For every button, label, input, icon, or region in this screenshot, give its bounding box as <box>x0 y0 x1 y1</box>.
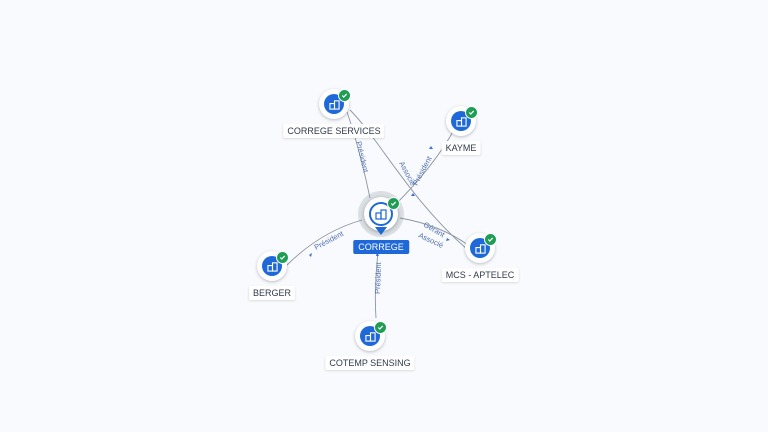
arrow-head <box>309 253 312 257</box>
arrow-head <box>411 193 415 196</box>
node-label[interactable]: MCS - APTELEC <box>441 268 519 282</box>
edge-label: Président <box>354 140 371 174</box>
arrow-head <box>429 146 433 149</box>
pin-pointer <box>375 227 387 235</box>
check-icon <box>465 106 478 119</box>
center-node-label[interactable]: CORREGE <box>353 240 409 254</box>
edge-label: Président <box>313 229 346 252</box>
node-label[interactable]: BERGER <box>248 286 296 300</box>
edge-kayme-president <box>394 127 456 206</box>
check-icon <box>276 251 289 264</box>
node-label[interactable]: CORREGE SERVICES <box>283 124 385 138</box>
check-icon <box>484 233 497 246</box>
edge-mcs-aptelec-gerant <box>399 217 469 246</box>
edge-label: Président <box>373 261 383 294</box>
edge-berger-president <box>285 219 363 267</box>
edge-cotemp-president <box>374 251 379 319</box>
check-icon <box>374 321 387 334</box>
edge-correge-services-associe <box>349 109 469 251</box>
node-label[interactable]: COTEMP SENSING <box>325 356 415 370</box>
check-icon <box>338 89 351 102</box>
arrow-head <box>446 238 450 241</box>
check-icon <box>387 197 400 210</box>
building-icon <box>369 202 393 226</box>
edge-correge-services-president <box>346 111 371 199</box>
edge-label: Président <box>411 154 434 187</box>
node-label[interactable]: KAYME <box>441 141 481 155</box>
